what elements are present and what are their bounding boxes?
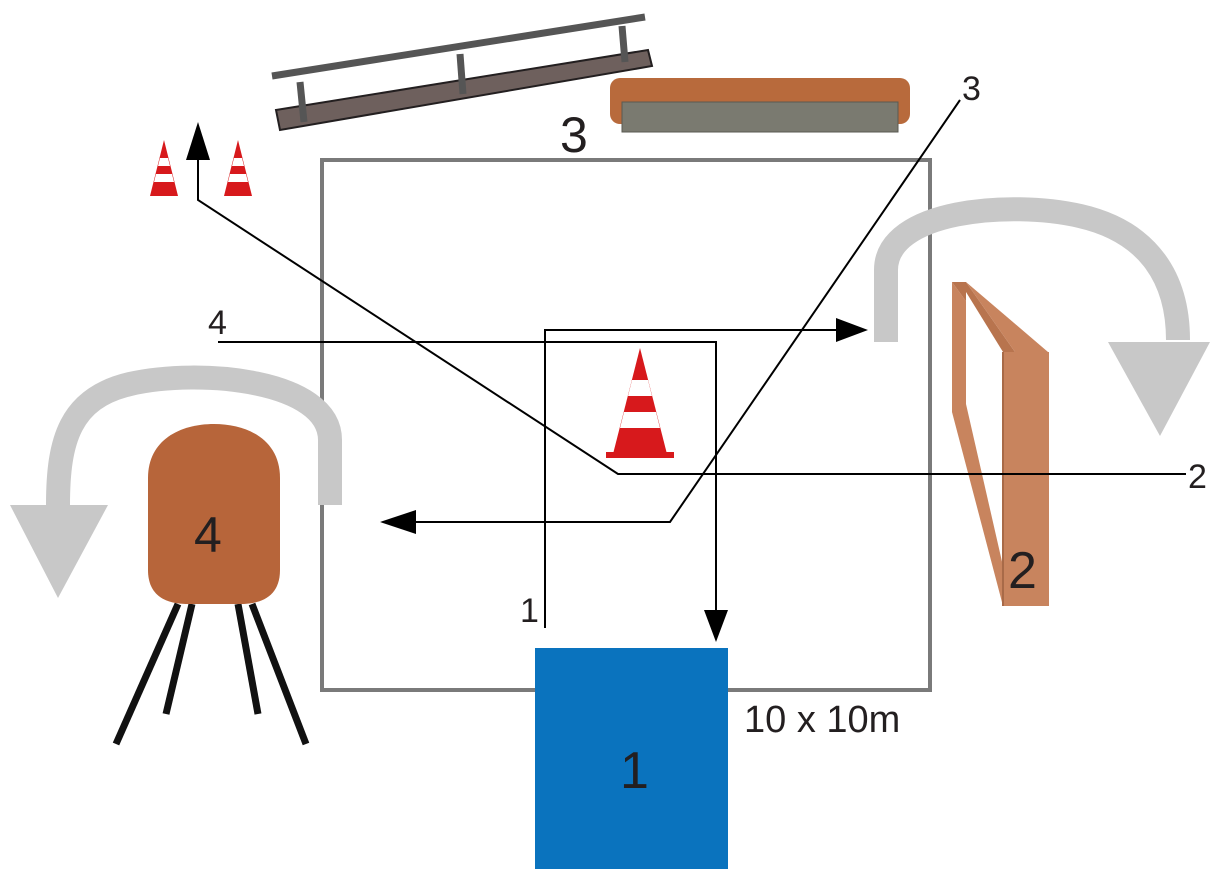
turn-arrow-right	[874, 197, 1210, 436]
route-1-line	[544, 318, 868, 628]
arena-size-label: 10 x 10m	[744, 699, 900, 741]
obstacle-1-water	[535, 648, 728, 869]
route-2-line	[186, 122, 1186, 475]
obstacle-4-number: 4	[194, 507, 222, 563]
route-1-label: 1	[520, 592, 539, 630]
center-cone	[606, 348, 674, 458]
route-3-line	[380, 99, 961, 534]
obstacle-3-table	[610, 78, 910, 133]
start-cone-left	[150, 140, 178, 196]
route-2-label: 2	[1188, 458, 1207, 496]
route-3-label: 3	[962, 70, 981, 108]
obstacle-2-frame	[952, 282, 1049, 606]
turn-arrow-left	[10, 365, 342, 598]
obstacle-3-number: 3	[560, 107, 588, 163]
route-4-line	[218, 341, 728, 642]
start-cone-right	[224, 140, 252, 196]
obstacle-4-barrel	[112, 424, 310, 746]
route-4-label: 4	[208, 304, 227, 342]
obstacle-3-seesaw	[271, 13, 654, 132]
obstacle-1-number: 1	[620, 742, 649, 800]
obstacle-2-number: 2	[1008, 542, 1037, 600]
